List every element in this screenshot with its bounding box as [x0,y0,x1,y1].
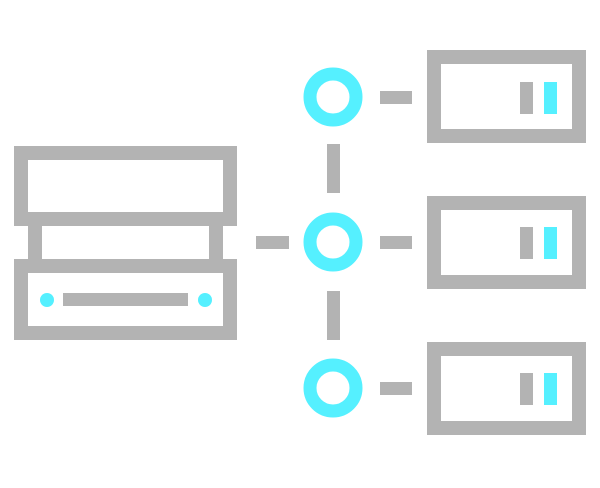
server-link [256,236,289,249]
device-indicator-grey [520,373,533,405]
network-node-icon [303,67,363,127]
storage-drive-icon [427,196,586,289]
server-rack-icon [14,146,237,340]
device-indicator-accent [544,373,557,405]
device-indicator-grey [520,227,533,259]
network-node-icon [303,358,363,418]
device-indicator-accent [544,82,557,114]
node-link-upper [327,144,340,193]
device-link-middle [380,236,412,249]
storage-drive-icon [427,342,586,435]
device-indicator-grey [520,82,533,114]
network-node-icon [303,212,363,272]
node-link-lower [327,291,340,340]
server-bottom-unit [14,259,237,340]
server-drive-slot [63,293,188,306]
device-link-top [380,91,412,104]
server-status-light-right [198,293,212,307]
storage-drive-icon [427,50,586,143]
device-indicator-accent [544,227,557,259]
server-status-light-left [40,293,54,307]
device-link-bottom [380,382,412,395]
server-top-unit [14,146,237,226]
